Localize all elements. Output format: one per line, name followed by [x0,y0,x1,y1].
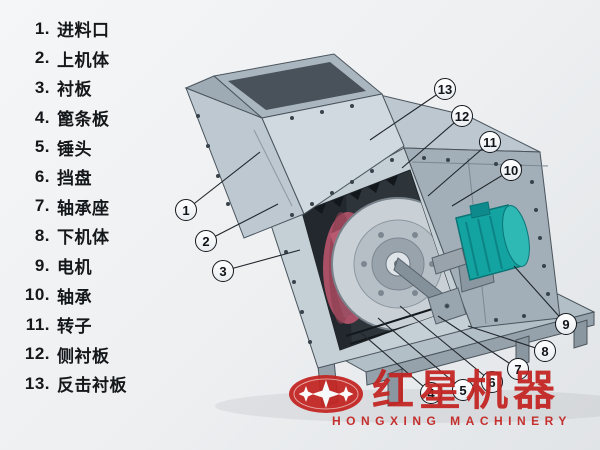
feed-hopper [184,53,405,239]
callout-number: 8 [541,343,549,359]
callout-number: 7 [514,361,522,377]
legend-item-label: 挡盘 [57,169,92,189]
legend-item-number: 13. [24,373,50,393]
legend-item: 1. 进料口 [16,14,127,44]
callout-number: 1 [182,202,190,218]
callout-3: 3 [212,260,234,282]
callout-11: 11 [479,131,501,153]
callout-6: 6 [481,371,503,393]
legend-item-label: 轴承 [57,287,92,307]
callout-number: 3 [219,263,227,279]
star-icon [338,386,354,402]
legend-item-label: 衬板 [57,80,92,100]
legend-item: 12. 侧衬板 [16,340,127,370]
legend-item: 3. 衬板 [16,73,127,103]
legend-item: 2. 上机体 [16,44,127,74]
legend-item-label: 侧衬板 [57,346,110,366]
legend-item-label: 进料口 [57,21,110,41]
parts-legend: 1. 进料口 2. 上机体 3. 衬板 4. 篦条板 5. 锤头 6. 挡盘 7. 轴承座 8… [16,14,127,399]
legend-item-label: 下机体 [57,228,110,248]
callout-2: 2 [195,230,217,252]
legend-item: 5. 锤头 [16,132,127,162]
legend-item: 8. 下机体 [16,221,127,251]
legend-item-number: 3. [34,77,50,97]
legend-item-label: 锤头 [57,139,92,159]
legend-item: 10. 轴承 [16,280,127,310]
callout-number: 4 [427,385,435,401]
callout-1: 1 [175,199,197,221]
motor [431,201,530,293]
callout-number: 2 [202,233,210,249]
callout-5: 5 [452,379,474,401]
legend-item-number: 9. [34,255,50,275]
legend-item: 13. 反击衬板 [16,369,127,399]
legend-item-number: 4. [34,107,50,127]
legend-item-number: 7. [34,196,50,216]
shaft-bearing [393,257,467,325]
legend-item-number: 5. [34,137,50,157]
bolts [196,104,550,344]
leader-lines [185,88,567,394]
legend-item-number: 10. [24,285,50,305]
legend-item-label: 篦条板 [57,110,110,130]
callout-7: 7 [507,358,529,380]
legend-item-label: 上机体 [57,50,110,70]
brand-watermark: 红星机器 HONGXING MACHINERY [286,366,598,432]
callout-number: 13 [437,81,453,97]
legend-item: 9. 电机 [16,251,127,281]
callout-number: 5 [459,382,467,398]
callout-9: 9 [555,313,577,335]
brand-name: 红星机器 [372,367,561,414]
brand-subtitle: HONGXING MACHINERY [332,414,572,428]
legend-item-number: 2. [34,48,50,68]
legend-item-label: 电机 [57,258,92,278]
callout-number: 12 [454,108,470,124]
callout-number: 6 [488,374,496,390]
legend-item-number: 8. [34,225,50,245]
callout-8: 8 [534,340,556,362]
legend-item-number: 11. [25,314,50,334]
legend-item-number: 6. [34,166,50,186]
legend-item: 7. 轴承座 [16,192,127,222]
legend-item-number: 1. [34,18,50,38]
callout-number: 10 [503,162,519,178]
legend-item: 6. 挡盘 [16,162,127,192]
legend-item-label: 轴承座 [57,198,110,218]
legend-item-number: 12. [24,344,50,364]
callout-number: 11 [483,134,497,150]
callout-12: 12 [451,105,473,127]
star-icon [298,386,314,402]
callout-4: 4 [420,382,442,404]
callout-number: 9 [562,316,570,332]
legend-item: 11. 转子 [16,310,127,340]
callout-13: 13 [434,78,456,100]
legend-item-label: 转子 [57,317,92,337]
impact-liner-teeth [314,175,398,214]
callout-10: 10 [500,159,522,181]
legend-item-label: 反击衬板 [57,376,127,396]
brand-emblem-icon [289,375,363,413]
star-icon [312,380,340,408]
legend-item: 4. 篦条板 [16,103,127,133]
